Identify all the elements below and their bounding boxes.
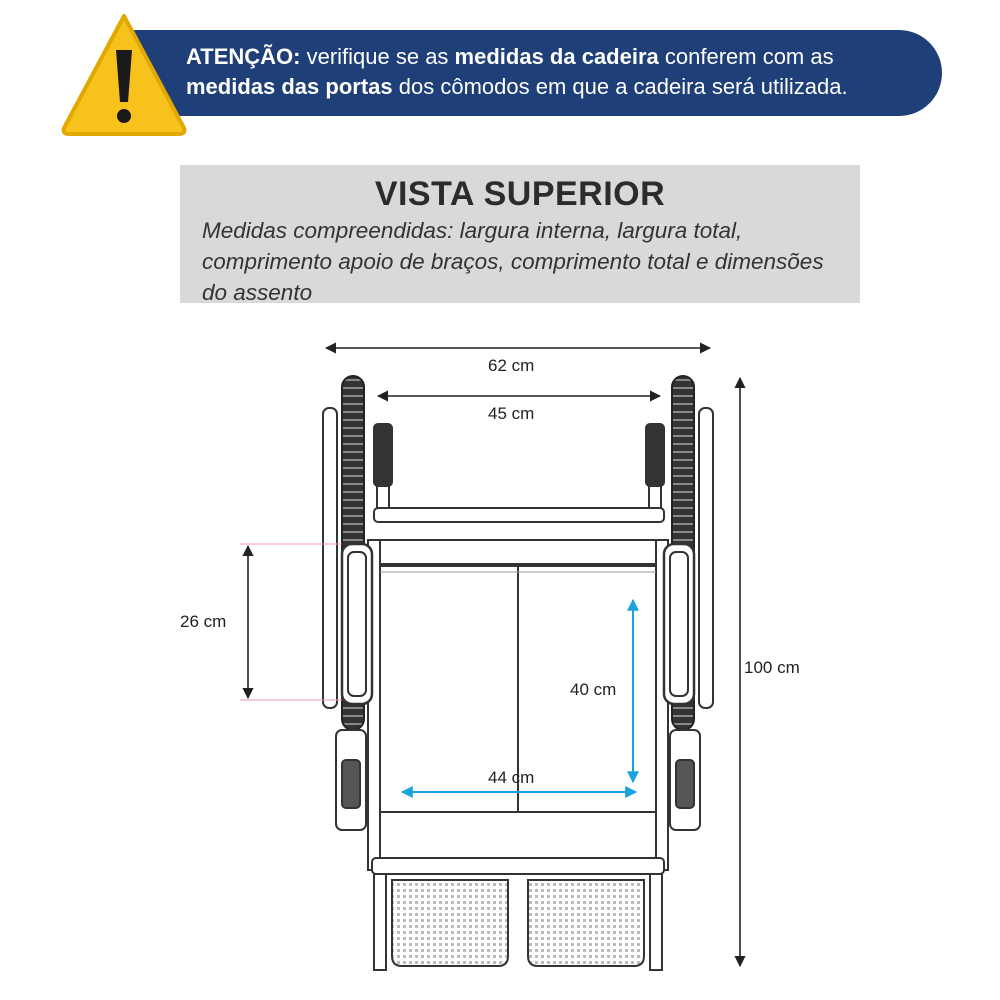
internal-width-label: 45 cm — [488, 404, 535, 423]
warning-prefix: ATENÇÃO: — [186, 44, 301, 69]
seat-width-label: 44 cm — [488, 768, 535, 787]
seat-depth-label: 40 cm — [570, 680, 617, 699]
armrest-length-label: 26 cm — [180, 612, 227, 631]
warning-part-3: dos cômodos em que a cadeira será utiliz… — [392, 74, 848, 99]
warning-part-1: verifique se as — [300, 44, 455, 69]
warning-part-2: conferem com as — [658, 44, 834, 69]
total-width-label: 62 cm — [488, 356, 535, 375]
warning-text: ATENÇÃO: verifique se as medidas da cade… — [186, 42, 926, 102]
view-description: Medidas compreendidas: largura interna, … — [202, 218, 824, 305]
wheelchair-outline — [322, 375, 714, 971]
view-header: VISTA SUPERIOR Medidas compreendidas: la… — [180, 165, 860, 305]
view-title: VISTA SUPERIOR — [374, 175, 666, 213]
total-length-label: 100 cm — [744, 658, 800, 677]
warning-banner — [120, 30, 942, 116]
warning-bold-2: medidas das portas — [186, 74, 393, 99]
warning-triangle-icon — [61, 14, 187, 136]
warning-bold-1: medidas da cadeira — [454, 44, 659, 69]
